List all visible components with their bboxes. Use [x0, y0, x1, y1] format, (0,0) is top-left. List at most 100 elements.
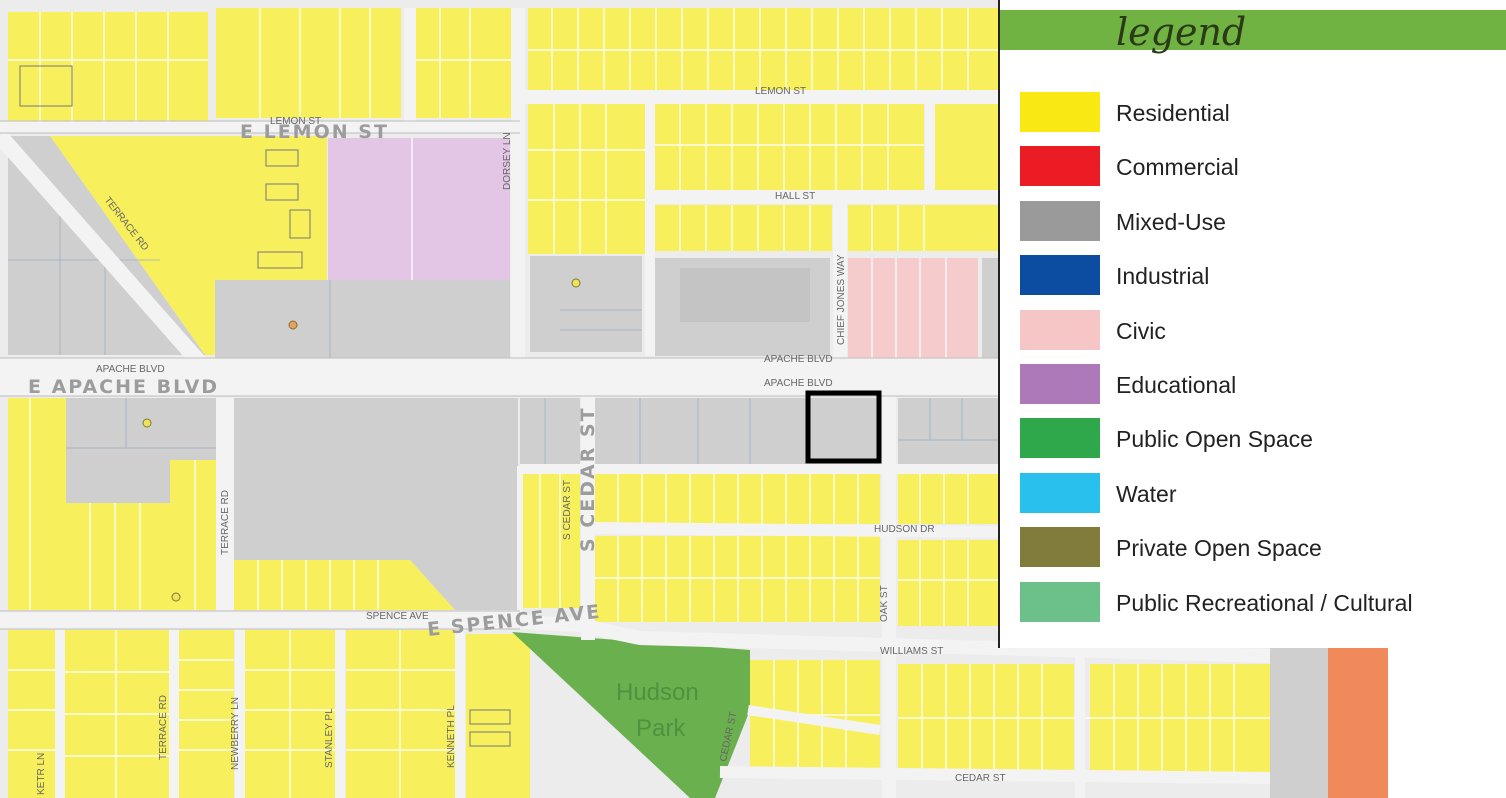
legend-item-civic[interactable]: Civic	[1020, 309, 1500, 350]
legend-item-industrial[interactable]: Industrial	[1020, 255, 1500, 296]
legend-label: Public Open Space	[1116, 426, 1313, 453]
parcel-mixed-use	[1270, 648, 1328, 798]
parcel-mixed-use	[520, 398, 580, 466]
parcel-residential	[654, 205, 832, 251]
legend-label: Residential	[1116, 100, 1230, 126]
legend-label: Public Recreational / Cultural	[1116, 589, 1413, 616]
point-marker[interactable]	[288, 320, 298, 330]
street-label: STANLEY PL	[324, 708, 335, 768]
park-label: Park	[636, 715, 686, 742]
building-block	[680, 268, 810, 322]
legend-label: Water	[1116, 480, 1177, 507]
parcel-residential	[50, 136, 215, 355]
parcel-lines	[8, 8, 1270, 798]
parcel-residential	[898, 540, 998, 626]
parcel-residential	[216, 8, 401, 118]
street-label: APACHE BLVD	[764, 378, 833, 389]
street-label: NEWBERRY LN	[230, 697, 241, 770]
parcel-residential	[594, 474, 880, 524]
building-footprints	[19, 65, 511, 747]
parcel-residential	[178, 630, 234, 798]
parcel-residential	[466, 634, 530, 798]
parcel-residential	[654, 104, 924, 190]
legend-item-mixed-use[interactable]: Mixed-Use	[1020, 200, 1500, 241]
street-label: HUDSON DR	[874, 524, 935, 535]
parcel-residential	[414, 8, 512, 118]
legend-swatch	[1020, 146, 1100, 187]
parcel-residential	[934, 104, 998, 204]
point-marker[interactable]	[171, 592, 181, 602]
legend-swatch	[1020, 200, 1100, 241]
hudson-park	[512, 632, 750, 798]
legend-panel: legend Residential Commercial Mixed-Use …	[998, 0, 1506, 648]
street-label: CEDAR ST	[955, 773, 1006, 784]
parcel-outlines-gray	[8, 210, 998, 466]
street-label: TERRACE RD	[220, 490, 231, 555]
legend-label: Private Open Space	[1116, 535, 1322, 562]
parcel-residential	[8, 398, 66, 610]
point-marker[interactable]	[142, 418, 152, 428]
legend-swatch	[1020, 92, 1100, 132]
roads	[0, 8, 1271, 798]
street-label: DORSEY LN	[502, 132, 513, 190]
legend-label: Educational	[1116, 372, 1237, 398]
street-label: CHIEF JONES WAY	[836, 254, 847, 345]
street-label: LEMON ST	[270, 116, 321, 127]
legend-swatch	[1020, 581, 1100, 622]
parcel-mixed-use	[530, 256, 642, 352]
legend-item-public-recreational-cultural[interactable]: Public Recreational / Cultural	[1020, 581, 1500, 622]
parcel-residential	[898, 474, 998, 524]
street-label: S CEDAR ST	[577, 406, 599, 552]
site-highlight-box[interactable]	[805, 390, 882, 464]
legend-label: Mixed-Use	[1116, 208, 1226, 235]
legend-swatch	[1020, 527, 1100, 568]
parcel-residential	[528, 8, 998, 90]
parcel-residential	[520, 474, 580, 608]
parcel-residential	[215, 136, 327, 296]
legend-swatch	[1020, 364, 1100, 404]
parcel-mixed-use	[982, 258, 998, 358]
street-label: LEMON ST	[755, 86, 806, 97]
street-label: WILLIAMS ST	[880, 646, 943, 657]
parcel-residential	[848, 205, 998, 251]
street-label: OAK ST	[879, 585, 890, 622]
legend-title: legend	[1116, 10, 1247, 54]
legend-label: Industrial	[1116, 263, 1210, 290]
street-label: S CEDAR ST	[562, 480, 573, 540]
parcel-mixed-use	[808, 398, 880, 462]
parcel-mixed-use	[234, 398, 518, 610]
street-label: APACHE BLVD	[764, 354, 833, 365]
parcel-residential	[346, 630, 456, 798]
street-label: APACHE BLVD	[96, 364, 165, 375]
street-label: TERRACE RD	[158, 695, 169, 760]
street-label: KETR LN	[36, 753, 47, 795]
legend-swatch	[1020, 255, 1100, 296]
parcel-residential	[8, 630, 58, 798]
road-edges	[0, 120, 1000, 630]
legend-item-water[interactable]: Water	[1020, 472, 1500, 513]
point-marker[interactable]	[571, 278, 581, 288]
legend-header-bar: legend	[1000, 10, 1506, 54]
street-label: SPENCE AVE	[366, 611, 429, 622]
legend-swatch	[1020, 309, 1100, 350]
legend-item-commercial[interactable]: Commercial	[1020, 146, 1500, 187]
legend-swatch	[1020, 472, 1100, 513]
legend-item-residential[interactable]: Residential	[1020, 92, 1500, 132]
parcel-educational	[328, 138, 510, 280]
street-label: KENNETH PL	[446, 705, 457, 768]
parcel-residential	[8, 12, 208, 124]
street-label: E APACHE BLVD	[28, 376, 219, 398]
legend-label: Commercial	[1116, 154, 1239, 181]
parcel-mixed-use	[898, 398, 998, 466]
legend-item-educational[interactable]: Educational	[1020, 364, 1500, 404]
parcel-residential	[528, 104, 646, 254]
legend-item-private-open-space[interactable]: Private Open Space	[1020, 527, 1500, 568]
street-label: E LEMON ST	[240, 121, 389, 143]
street-label: HALL ST	[775, 191, 815, 202]
parcel-residential	[234, 560, 455, 610]
park-label: Hudson	[616, 679, 699, 706]
blank-area	[1388, 648, 1506, 798]
parcel-commercial-edge	[1328, 648, 1388, 798]
legend-item-public-open-space[interactable]: Public Open Space	[1020, 418, 1500, 459]
legend-swatch	[1020, 418, 1100, 459]
